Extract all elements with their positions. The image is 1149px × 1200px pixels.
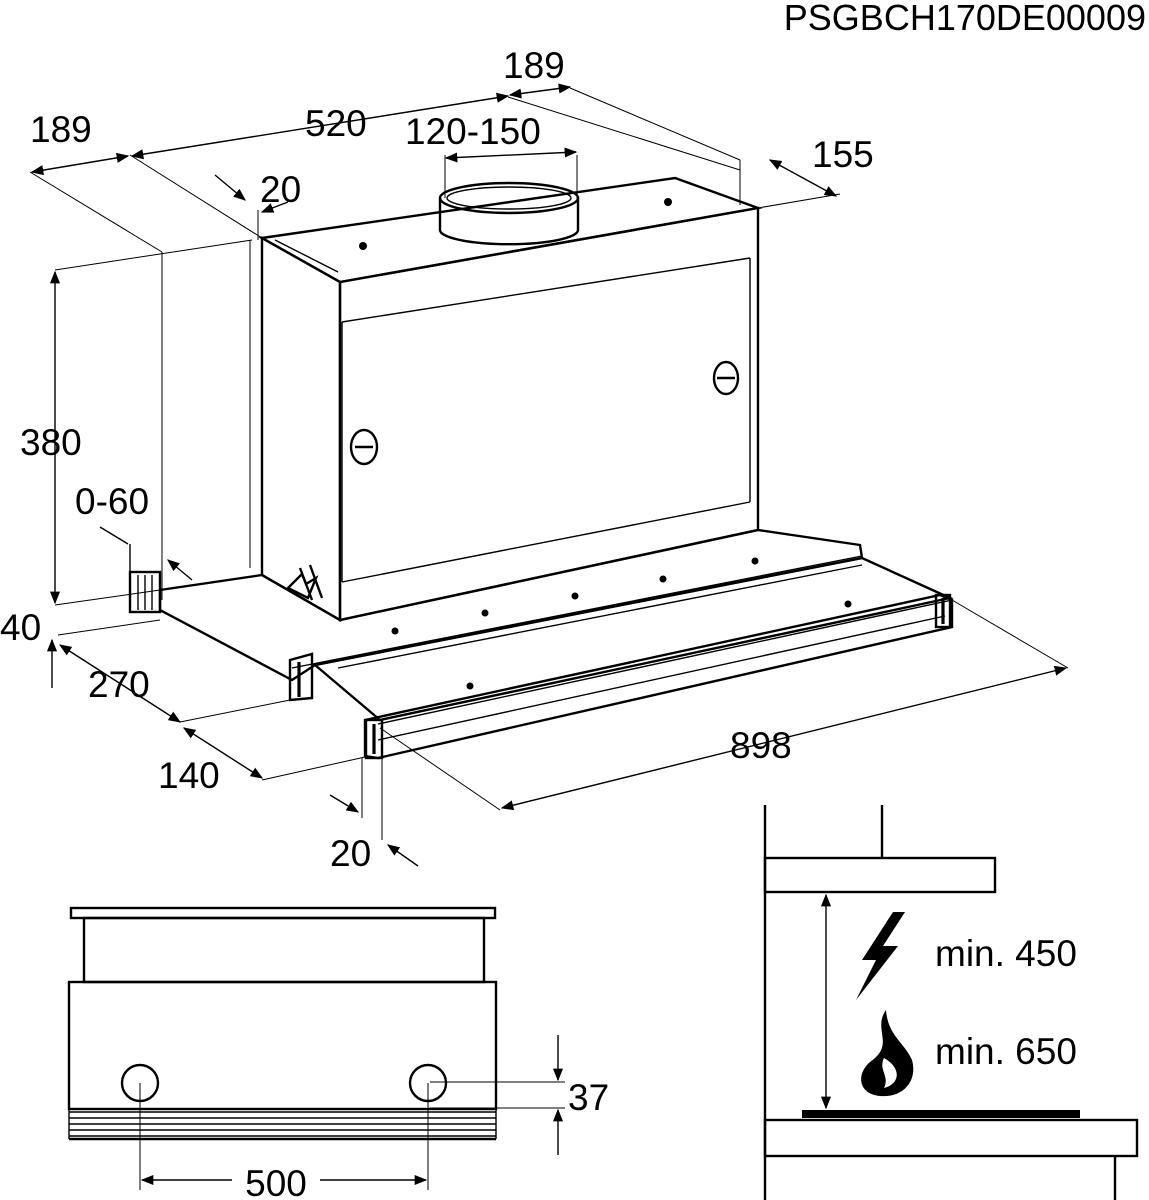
dim-width-top: 520	[305, 103, 367, 144]
hood-isometric-view: 189 520 189 120-150 155 20 380 0-60 40 2	[0, 45, 1069, 874]
clearance-view: min. 450 min. 650	[763, 805, 1139, 1200]
mount-hole-icon	[664, 198, 672, 206]
mount-hole-icon	[359, 242, 367, 250]
knob-right-icon	[712, 360, 740, 396]
dim-duct-diameter: 120-150	[405, 111, 541, 152]
dim-hole-height: 37	[568, 1077, 609, 1118]
document-code: PSGBCH170DE00009	[784, 0, 1146, 38]
dim-side-depth: 155	[812, 134, 874, 175]
dim-depth-140: 140	[158, 755, 220, 796]
dim-hole-spacing: 500	[245, 1163, 307, 1200]
hood-front-view: 37 500	[67, 906, 609, 1200]
dim-top-depth-left: 189	[30, 109, 92, 150]
dim-offset-wall: 0-60	[75, 481, 149, 522]
cable-detail-icon	[285, 564, 324, 601]
clearance-electric: min. 450	[935, 933, 1077, 974]
knob-left-icon	[349, 428, 379, 466]
gas-hob-icon	[861, 1010, 914, 1097]
duct-collar	[438, 181, 580, 246]
clearance-gas: min. 650	[935, 1031, 1077, 1072]
hood-base-plate	[128, 528, 864, 702]
dim-depth-270: 270	[88, 664, 150, 705]
hood-front-drawer	[312, 556, 954, 760]
dim-offset-top: 20	[260, 169, 301, 210]
electric-hob-icon	[856, 912, 905, 1000]
dim-width-front: 898	[730, 725, 792, 766]
dim-height: 380	[20, 422, 82, 463]
dim-base-height: 40	[0, 607, 41, 648]
dim-top-depth-right: 189	[503, 45, 565, 86]
dim-offset-bottom: 20	[330, 833, 371, 874]
